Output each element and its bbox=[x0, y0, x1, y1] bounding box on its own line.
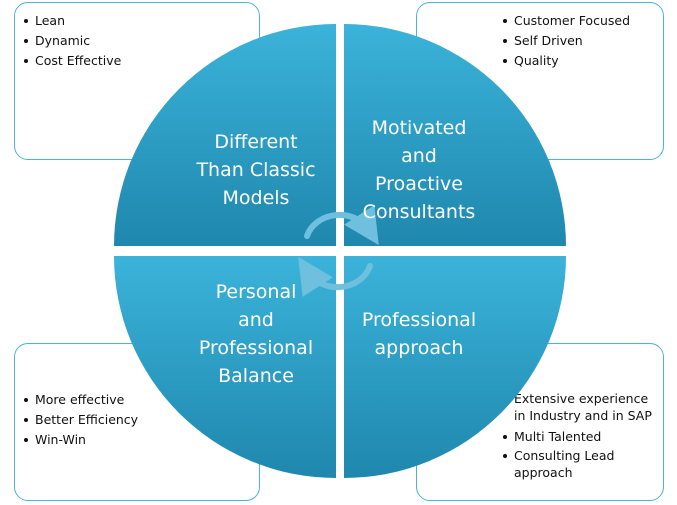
list-item: Dynamic bbox=[22, 31, 121, 51]
list-item: Consulting Lead approach bbox=[501, 447, 663, 481]
bullet-list-bottom-left: More effective Better Efficiency Win-Win bbox=[22, 390, 138, 450]
bullet-list-top-right: Customer Focused Self Driven Quality bbox=[501, 11, 630, 71]
quadrant-top-right bbox=[344, 24, 566, 246]
quadrant-top-left bbox=[114, 24, 336, 246]
list-item: More effective bbox=[22, 390, 138, 410]
quadrant-bottom-right bbox=[344, 256, 566, 478]
list-item: Extensive experience in Industry and in … bbox=[501, 390, 663, 424]
list-item: Quality bbox=[501, 51, 630, 71]
circular-arrows-icon bbox=[298, 205, 379, 297]
list-item: Multi Talented bbox=[501, 427, 663, 447]
bullet-list-bottom-right: Extensive experience in Industry and in … bbox=[501, 390, 663, 484]
list-item: Lean bbox=[22, 11, 121, 31]
quadrant-label-bottom-left: Personal and Professional Balance bbox=[198, 281, 314, 387]
list-item: Cost Effective bbox=[22, 51, 121, 71]
list-item: Win-Win bbox=[22, 430, 138, 450]
quadrant-label-top-left: Different Than Classic Models bbox=[196, 131, 316, 209]
list-item: Self Driven bbox=[501, 31, 630, 51]
quadrant-bottom-left bbox=[114, 256, 336, 478]
quadrant-label-top-right: Motivated and Proactive Consultants bbox=[362, 117, 476, 223]
list-item: Customer Focused bbox=[501, 11, 630, 31]
list-item: Better Efficiency bbox=[22, 410, 138, 430]
bullet-list-top-left: Lean Dynamic Cost Effective bbox=[22, 11, 121, 71]
quadrant-label-bottom-right: Professional approach bbox=[361, 309, 477, 359]
